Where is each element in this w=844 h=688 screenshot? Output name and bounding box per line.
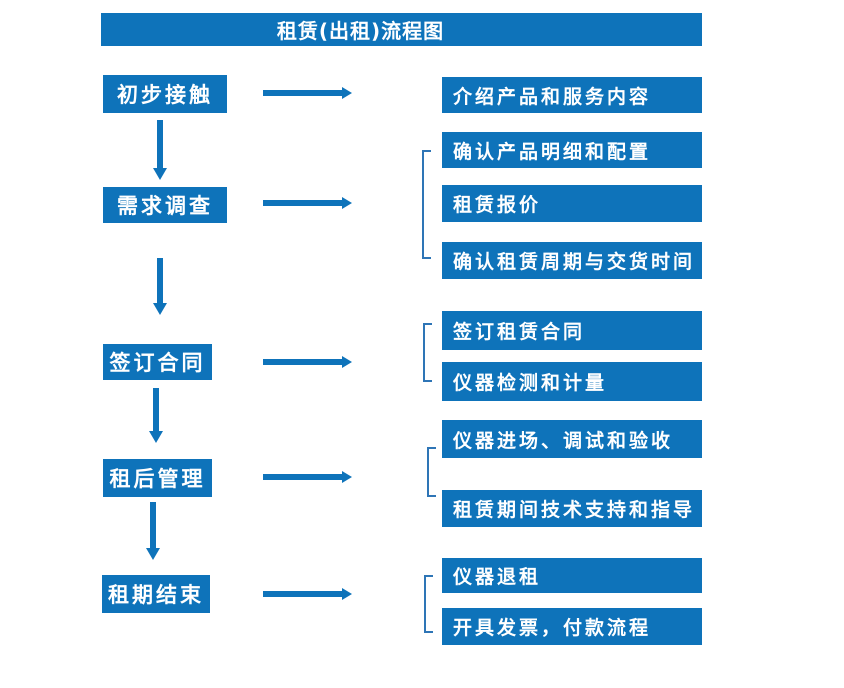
group-bracket bbox=[423, 323, 432, 382]
detail-box: 租赁期间技术支持和指导 bbox=[442, 490, 702, 527]
step-box-post-rental-management: 租后管理 bbox=[103, 459, 212, 497]
detail-box: 介绍产品和服务内容 bbox=[442, 77, 702, 113]
detail-box: 确认产品明细和配置 bbox=[442, 132, 702, 168]
right-arrow-icon bbox=[263, 471, 352, 483]
step-box-sign-contract: 签订合同 bbox=[103, 344, 212, 380]
detail-box: 租赁报价 bbox=[442, 185, 702, 222]
detail-label: 仪器检测和计量 bbox=[453, 372, 608, 394]
detail-label: 开具发票，付款流程 bbox=[453, 617, 652, 639]
detail-box: 仪器退租 bbox=[442, 558, 702, 593]
step-box-demand-survey: 需求调查 bbox=[103, 187, 227, 223]
detail-box: 开具发票，付款流程 bbox=[442, 608, 702, 645]
detail-label: 确认产品明细和配置 bbox=[453, 140, 652, 163]
group-bracket bbox=[422, 150, 431, 259]
down-arrow-icon bbox=[153, 120, 167, 180]
detail-label: 仪器退租 bbox=[453, 566, 542, 588]
detail-box: 仪器检测和计量 bbox=[442, 362, 702, 401]
detail-label: 仪器进场、调试和验收 bbox=[453, 429, 674, 452]
step-box-initial-contact: 初步接触 bbox=[103, 75, 227, 113]
step-label: 租期结束 bbox=[108, 583, 204, 607]
page-title: 租赁(出租)流程图 bbox=[276, 19, 445, 43]
step-box-rental-end: 租期结束 bbox=[102, 575, 210, 613]
right-arrow-icon bbox=[263, 87, 352, 99]
group-bracket bbox=[427, 447, 436, 497]
step-label: 需求调查 bbox=[117, 194, 213, 218]
down-arrow-icon bbox=[149, 388, 163, 443]
down-arrow-icon bbox=[146, 502, 160, 560]
right-arrow-icon bbox=[263, 356, 352, 368]
right-arrow-icon bbox=[263, 588, 352, 600]
detail-label: 租赁报价 bbox=[453, 194, 542, 216]
step-label: 租后管理 bbox=[109, 467, 206, 491]
group-bracket bbox=[424, 575, 433, 633]
step-label: 初步接触 bbox=[117, 83, 213, 107]
right-arrow-icon bbox=[263, 197, 352, 209]
detail-box: 确认租赁周期与交货时间 bbox=[442, 242, 702, 279]
detail-label: 租赁期间技术支持和指导 bbox=[453, 499, 696, 521]
detail-label: 签订租赁合同 bbox=[453, 321, 586, 343]
down-arrow-icon bbox=[153, 258, 167, 315]
detail-box: 仪器进场、调试和验收 bbox=[442, 420, 702, 458]
title-bar: 租赁(出租)流程图 bbox=[101, 13, 702, 46]
detail-box: 签订租赁合同 bbox=[442, 311, 702, 350]
detail-label: 确认租赁周期与交货时间 bbox=[453, 251, 696, 273]
detail-label: 介绍产品和服务内容 bbox=[453, 85, 652, 108]
step-label: 签订合同 bbox=[109, 351, 206, 375]
